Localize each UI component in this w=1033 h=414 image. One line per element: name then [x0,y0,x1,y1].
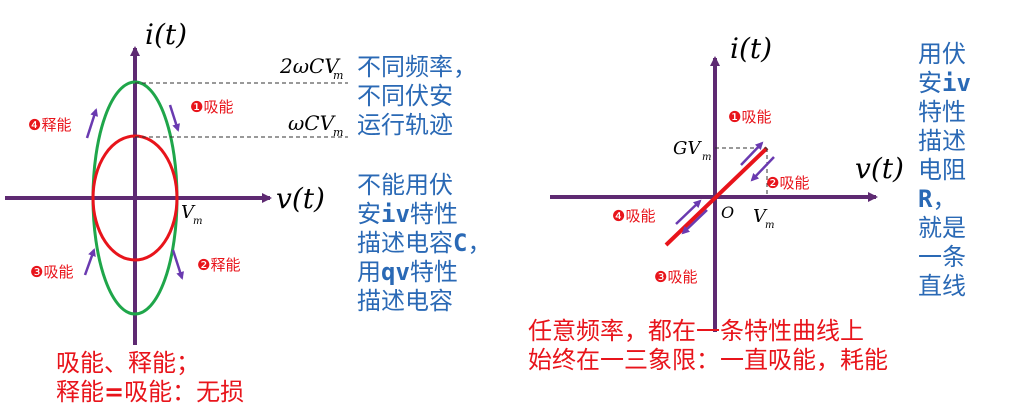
right-bottom-line2: 始终在一三象限：一直吸能，耗能 [528,346,888,374]
right-vm-sub: m [765,220,774,231]
right-phase-4: ❹吸能 [612,207,655,225]
left-note-line4: 不能用伏 [357,171,453,199]
left-phase-1: ❶吸能 [190,98,233,116]
right-note-l4: 描述 [918,127,966,155]
left-vm-sub: m [193,216,202,227]
gvm-label: GV [673,138,702,159]
qv-term: qv [381,258,410,286]
right-arrow-down [681,209,708,235]
level-low-label: ωCV [288,111,337,135]
right-phase-1: ❶吸能 [728,108,771,126]
left-arrow-q3 [83,248,96,276]
right-y-axis-label: i(t) [730,32,772,65]
right-note-l2: 安iv [918,69,971,97]
left-phase-3: ❸吸能 [30,263,73,281]
right-note-l3: 特性 [918,98,966,126]
inner-ellipse-w [91,134,179,262]
left-note-line3: 运行轨迹 [357,111,453,139]
left-note-line6: 描述电容C， [357,229,492,257]
right-notes: 用伏 安iv 特性 描述 电阻 R， 就是 一条 直线 [918,40,971,301]
left-phase-4: ❹释能 [28,116,71,134]
right-arrow-q1-up [740,141,764,166]
gvm-sub: m [702,152,711,163]
right-bottom-line1: 任意频率，都在一条特性曲线上 [528,317,864,345]
right-iv-diagram: i(t) v(t) GV m V m O ❶吸能 ❷吸能 ❸吸能 ❹吸能 [550,32,904,332]
right-x-axis-label: v(t) [855,152,904,185]
left-x-axis-label: v(t) [276,182,325,215]
left-bottom-line1: 吸能、释能； [56,349,200,377]
left-iv-diagram: i(t) v(t) 2ωCV m ωCV m V m ❶吸能 ❹释能 ❸吸能 ❷… [5,18,348,345]
left-note-line1: 不同频率， [357,53,477,81]
c-term: C [453,229,468,257]
left-bottom-line2: 释能=吸能：无损 [56,378,245,406]
left-arrow-q1 [168,104,180,132]
left-note-line2: 不同伏安 [357,82,453,110]
right-phase-3: ❸吸能 [654,268,697,286]
left-arrow-q2 [85,108,98,139]
r-term: R [918,185,933,213]
level-high-label: 2ωCV [279,54,341,78]
left-arrow-q4 [171,249,184,280]
left-bottom-summary: 吸能、释能； 释能=吸能：无损 [56,349,244,407]
iv-term-right: iv [942,69,971,97]
iv-term: iv [381,200,410,228]
level-low-sub: m [333,126,343,139]
right-phase-2: ❷吸能 [766,174,809,192]
right-note-l8: 一条 [918,243,966,271]
left-notes: 不同频率， 不同伏安 运行轨迹 不能用伏 安iv特性 描述电容C， 用qv特性 … [357,53,491,316]
right-note-l6: R， [918,185,957,213]
level-high-sub: m [333,69,343,82]
left-phase-2: ❷释能 [197,256,240,274]
left-y-axis-label: i(t) [145,18,187,51]
right-bottom-summary: 任意频率，都在一条特性曲线上 始终在一三象限：一直吸能，耗能 [528,317,888,375]
right-vm-label: V [753,206,768,227]
left-note-line5: 安iv特性 [357,200,458,228]
right-note-l9: 直线 [918,272,966,300]
right-note-l1: 用伏 [918,40,966,68]
right-arrow-q1-down [750,156,775,182]
origin-label: O [721,203,734,222]
left-vm-label: V [181,202,196,223]
left-note-line8: 描述电容 [357,287,453,315]
left-note-line7: 用qv特性 [357,258,458,286]
right-note-l5: 电阻 [918,156,966,184]
right-note-l7: 就是 [918,214,966,242]
right-arrow-up [675,199,702,225]
